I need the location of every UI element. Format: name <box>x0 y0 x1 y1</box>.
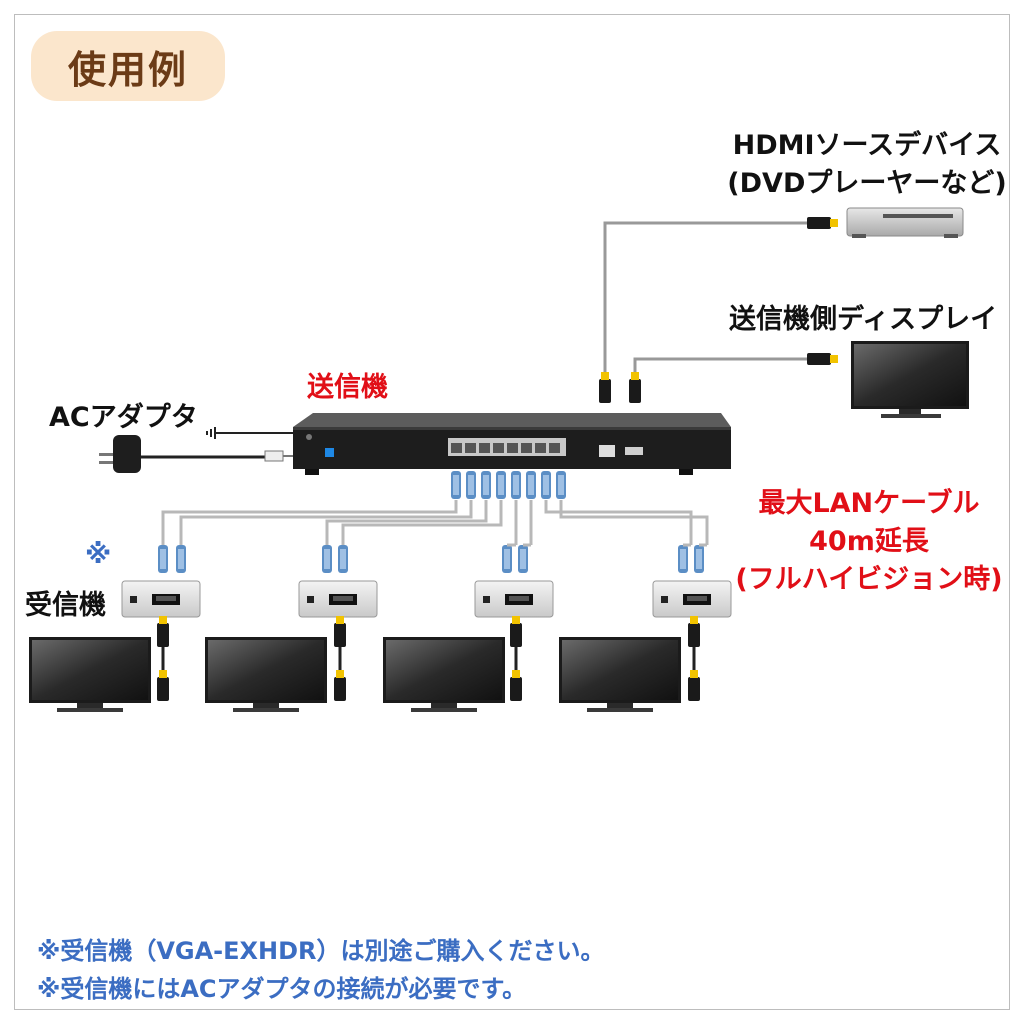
lan-plug-icon <box>451 471 566 499</box>
hdmi-source-label-line2: (DVDプレーヤーなど) <box>727 168 1007 199</box>
ac-adapter-label: ACアダプタ <box>49 402 198 433</box>
sender-display-label: 送信機側ディスプレイ <box>729 304 998 335</box>
dvd-player-icon <box>846 207 964 238</box>
section-badge: 使用例 <box>31 31 225 101</box>
ac-adapter-icon <box>99 435 141 473</box>
receiver-label: 受信機 <box>25 590 106 621</box>
tv-icon <box>205 637 327 712</box>
receiver-icon <box>474 580 554 618</box>
hdmi-plug-icon <box>599 372 611 403</box>
receiver-icon <box>652 580 732 618</box>
lan-cables <box>161 500 709 545</box>
tv-icon <box>29 637 151 712</box>
hdmi-source-label-line1: HDMIソースデバイス <box>732 130 1002 161</box>
tv-icon <box>559 637 681 712</box>
hdmi-source-cable <box>603 221 807 385</box>
footnote: ※受信機にはACアダプタの接続が必要です。 <box>37 975 527 1003</box>
tv-icon <box>383 637 505 712</box>
receiver-note-mark: ※ <box>85 539 112 570</box>
sender-label: 送信機 <box>307 372 388 403</box>
sender-device-icon <box>293 413 731 475</box>
lan-label-line2: 40m延長 <box>809 526 929 557</box>
connection-diagram <box>29 207 969 712</box>
diagram-frame: 使用例 <box>14 14 1010 1010</box>
receiver-icon <box>121 580 201 618</box>
hdmi-plug-icon <box>807 217 838 229</box>
hdmi-plug-icon <box>807 353 838 365</box>
sender-display-icon <box>851 341 969 418</box>
lan-label-line1: 最大LANケーブル <box>758 488 980 519</box>
footnote: ※受信機（VGA-EXHDR）は別途ご購入ください。 <box>37 937 605 965</box>
receiver-icon <box>298 580 378 618</box>
lan-plug-icon <box>158 545 704 573</box>
hdmi-plug-icon <box>629 372 641 403</box>
display-cable <box>633 357 807 385</box>
lan-label-line3: (フルハイビジョン時) <box>735 564 1003 595</box>
